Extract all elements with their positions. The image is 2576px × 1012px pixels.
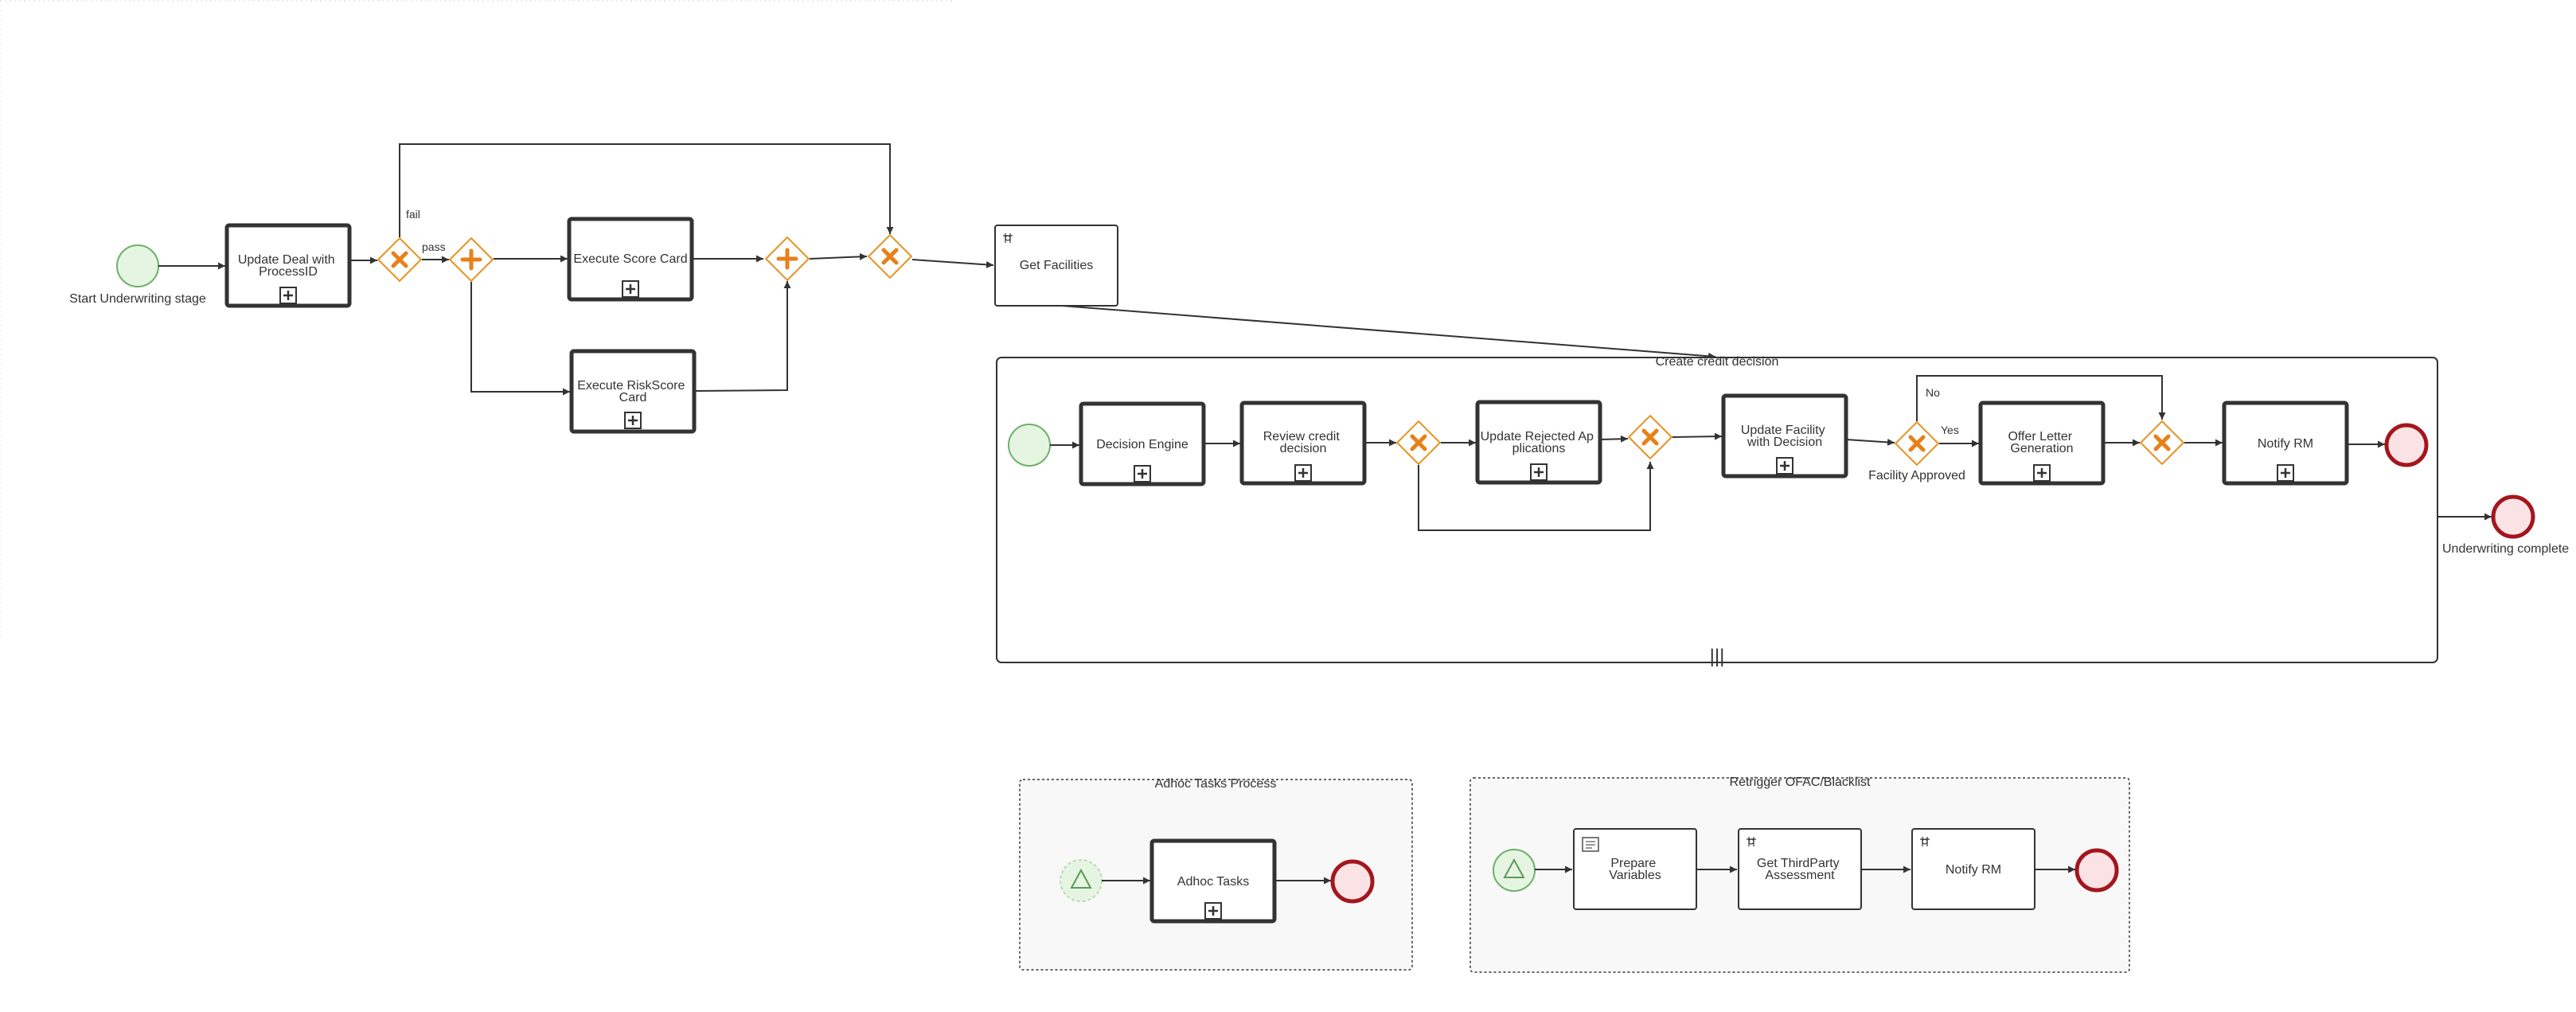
task-third-party-label-line-1: Get ThirdParty — [1757, 857, 1840, 870]
task-review-credit-label-line-1: Review credit — [1263, 430, 1341, 443]
script-task-icon — [1582, 837, 1599, 852]
task-offer-letter-label-line-2: Generation — [2010, 442, 2073, 455]
end-event-underwriting-complete[interactable] — [2491, 494, 2535, 539]
task-update-deal-label: Update Deal with ProcessID — [238, 253, 338, 279]
task-update-facility-with-decision[interactable]: Update Facility with Decision — [1721, 393, 1848, 479]
adhoc-end-event[interactable] — [1330, 859, 1375, 904]
exclusive-gateway-pass-fail[interactable] — [378, 238, 421, 281]
parallel-gateway-join[interactable] — [766, 237, 809, 280]
canvas-guide-lines — [0, 0, 955, 637]
task-update-rejected-label-line-1: Update Rejected Ap — [1481, 430, 1594, 443]
task-get-facilities[interactable]: Get Facilities — [994, 225, 1118, 307]
task-retrigger-notify-label: Notify RM — [1946, 863, 2001, 877]
start-event-label: Start Underwriting stage — [69, 292, 206, 306]
task-riskscore-card-label-line-1: Execute RiskScore — [577, 379, 685, 393]
event-subprocess-adhoc-tasks[interactable]: Adhoc Tasks Process Adhoc Tasks — [1019, 777, 1413, 971]
task-execute-score-card[interactable]: Execute Score Card — [567, 217, 694, 302]
subprocess-end-event[interactable] — [2384, 423, 2429, 467]
task-retrigger-notify-rm[interactable]: Notify RM — [1911, 828, 2035, 910]
task-offer-letter-label-line-1: Offer Letter — [2008, 430, 2072, 443]
task-update-facility-label-line-1: Update Facility — [1741, 424, 1825, 437]
task-review-credit-decision[interactable]: Review credit decision — [1239, 401, 1367, 486]
signal-triangle-icon — [1070, 868, 1092, 889]
flow-approval-no[interactable] — [1916, 375, 2166, 421]
subprocess-create-credit-decision[interactable]: Create credit decision ||| Decision Engi… — [996, 355, 2438, 667]
task-riskscore-card-label-line-2: Card — [619, 391, 647, 404]
signal-triangle-icon — [1503, 858, 1525, 878]
facility-approved-label: Facility Approved — [1868, 469, 1965, 483]
subprocess-plus-marker-icon[interactable] — [623, 411, 642, 430]
start-event-underwriting[interactable] — [116, 244, 159, 287]
task-adhoc-tasks[interactable]: Adhoc Tasks — [1149, 838, 1277, 924]
task-prepare-label: Prepare Variables — [1609, 857, 1661, 882]
task-update-facility-label-line-2: with Decision — [1747, 436, 1822, 449]
task-execute-riskscore-card[interactable]: Execute RiskScore Card — [569, 349, 697, 434]
subprocess-plus-marker-icon[interactable] — [279, 286, 298, 305]
flow-merge-to-update-facility[interactable] — [1672, 432, 1723, 440]
subprocess-plus-marker-icon[interactable] — [2276, 463, 2295, 483]
yes-label: Yes — [1941, 424, 1959, 436]
task-prepare-label-line-1: Prepare — [1610, 857, 1656, 870]
retrigger-end-event[interactable] — [2074, 848, 2119, 893]
task-notify-rm-label: Notify RM — [2258, 437, 2313, 451]
task-notify-rm[interactable]: Notify RM — [2222, 401, 2349, 486]
task-update-facility-label: Update Facility with Decision — [1741, 424, 1829, 449]
event-subprocess-retrigger-ofac[interactable]: Retrigger OFAC/Blacklist Prepare Variabl… — [1469, 776, 2130, 973]
flow-fail[interactable] — [399, 143, 894, 237]
flow-merge-to-get-facilities[interactable] — [911, 259, 994, 268]
flow-get-facilities-to-subprocess[interactable] — [1061, 305, 1716, 360]
adhoc-process-title: Adhoc Tasks Process — [1155, 777, 1277, 791]
subprocess-plus-marker-icon[interactable] — [1294, 463, 1313, 483]
task-prepare-variables[interactable]: Prepare Variables — [1573, 828, 1697, 910]
task-adhoc-label: Adhoc Tasks — [1177, 875, 1249, 889]
task-score-card-label: Execute Score Card — [573, 252, 687, 266]
task-update-deal-label-line-2: ProcessID — [259, 265, 318, 279]
subprocess-plus-marker-icon[interactable] — [621, 279, 640, 299]
flow-update-rejected-to-merge[interactable] — [1599, 435, 1629, 443]
task-review-credit-label-line-2: decision — [1280, 442, 1327, 455]
task-offer-letter-generation[interactable]: Offer Letter Generation — [1978, 401, 2106, 486]
fail-label: fail — [406, 208, 420, 221]
parallel-gateway-split[interactable] — [450, 238, 493, 281]
task-decision-engine-label: Decision Engine — [1096, 438, 1188, 451]
adhoc-start-event[interactable] — [1060, 859, 1103, 902]
task-third-party-label-line-2: Assessment — [1765, 869, 1835, 882]
task-get-facilities-label: Get Facilities — [1020, 259, 1093, 272]
task-prepare-label-line-2: Variables — [1609, 869, 1661, 882]
end-event-label: Underwriting complete — [2442, 542, 2569, 556]
task-review-credit-label: Review credit decision — [1263, 430, 1343, 455]
task-riskscore-card-label: Execute RiskScore Card — [577, 379, 689, 404]
subprocess-plus-marker-icon[interactable] — [1529, 463, 1548, 482]
pass-label: pass — [422, 240, 446, 253]
task-decision-engine[interactable]: Decision Engine — [1079, 401, 1206, 486]
subprocess-plus-marker-icon[interactable] — [2032, 463, 2051, 483]
task-update-deal-label-line-1: Update Deal with — [238, 253, 335, 267]
retrigger-start-event[interactable] — [1493, 849, 1536, 892]
subprocess-plus-marker-icon[interactable] — [1133, 464, 1152, 483]
task-offer-letter-label: Offer Letter Generation — [2008, 430, 2075, 455]
flow-update-facility-to-approval[interactable] — [1845, 438, 1895, 446]
task-update-deal[interactable]: Update Deal with ProcessID — [224, 223, 352, 308]
flow-gateway-bypass[interactable] — [1418, 462, 1654, 531]
retrigger-process-title: Retrigger OFAC/Blacklist — [1730, 776, 1871, 789]
task-update-rejected-label: Update Rejected Ap plications — [1481, 430, 1598, 455]
subprocess-plus-marker-icon[interactable] — [1204, 901, 1223, 920]
subprocess-plus-marker-icon[interactable] — [1775, 456, 1794, 475]
subprocess-start-event[interactable] — [1008, 424, 1051, 467]
task-update-rejected-applications[interactable]: Update Rejected Ap plications — [1475, 400, 1602, 485]
flow-split-to-riskscore-card[interactable] — [470, 282, 570, 396]
main-process-flow: Start Underwriting stage Update Deal wit… — [69, 143, 1716, 434]
multi-instance-marker-icon[interactable]: ||| — [1710, 646, 1725, 667]
no-label: No — [1926, 386, 1940, 399]
subprocess-title: Create credit decision — [1656, 355, 1779, 369]
flow-riskscore-to-join[interactable] — [693, 281, 791, 392]
exclusive-gateway-merge[interactable] — [868, 235, 911, 278]
flow-join-to-merge[interactable] — [809, 252, 868, 260]
task-third-party-label: Get ThirdParty Assessment — [1757, 857, 1843, 882]
task-update-rejected-label-line-2: plications — [1512, 442, 1566, 455]
task-get-thirdparty-assessment[interactable]: Get ThirdParty Assessment — [1738, 828, 1862, 910]
